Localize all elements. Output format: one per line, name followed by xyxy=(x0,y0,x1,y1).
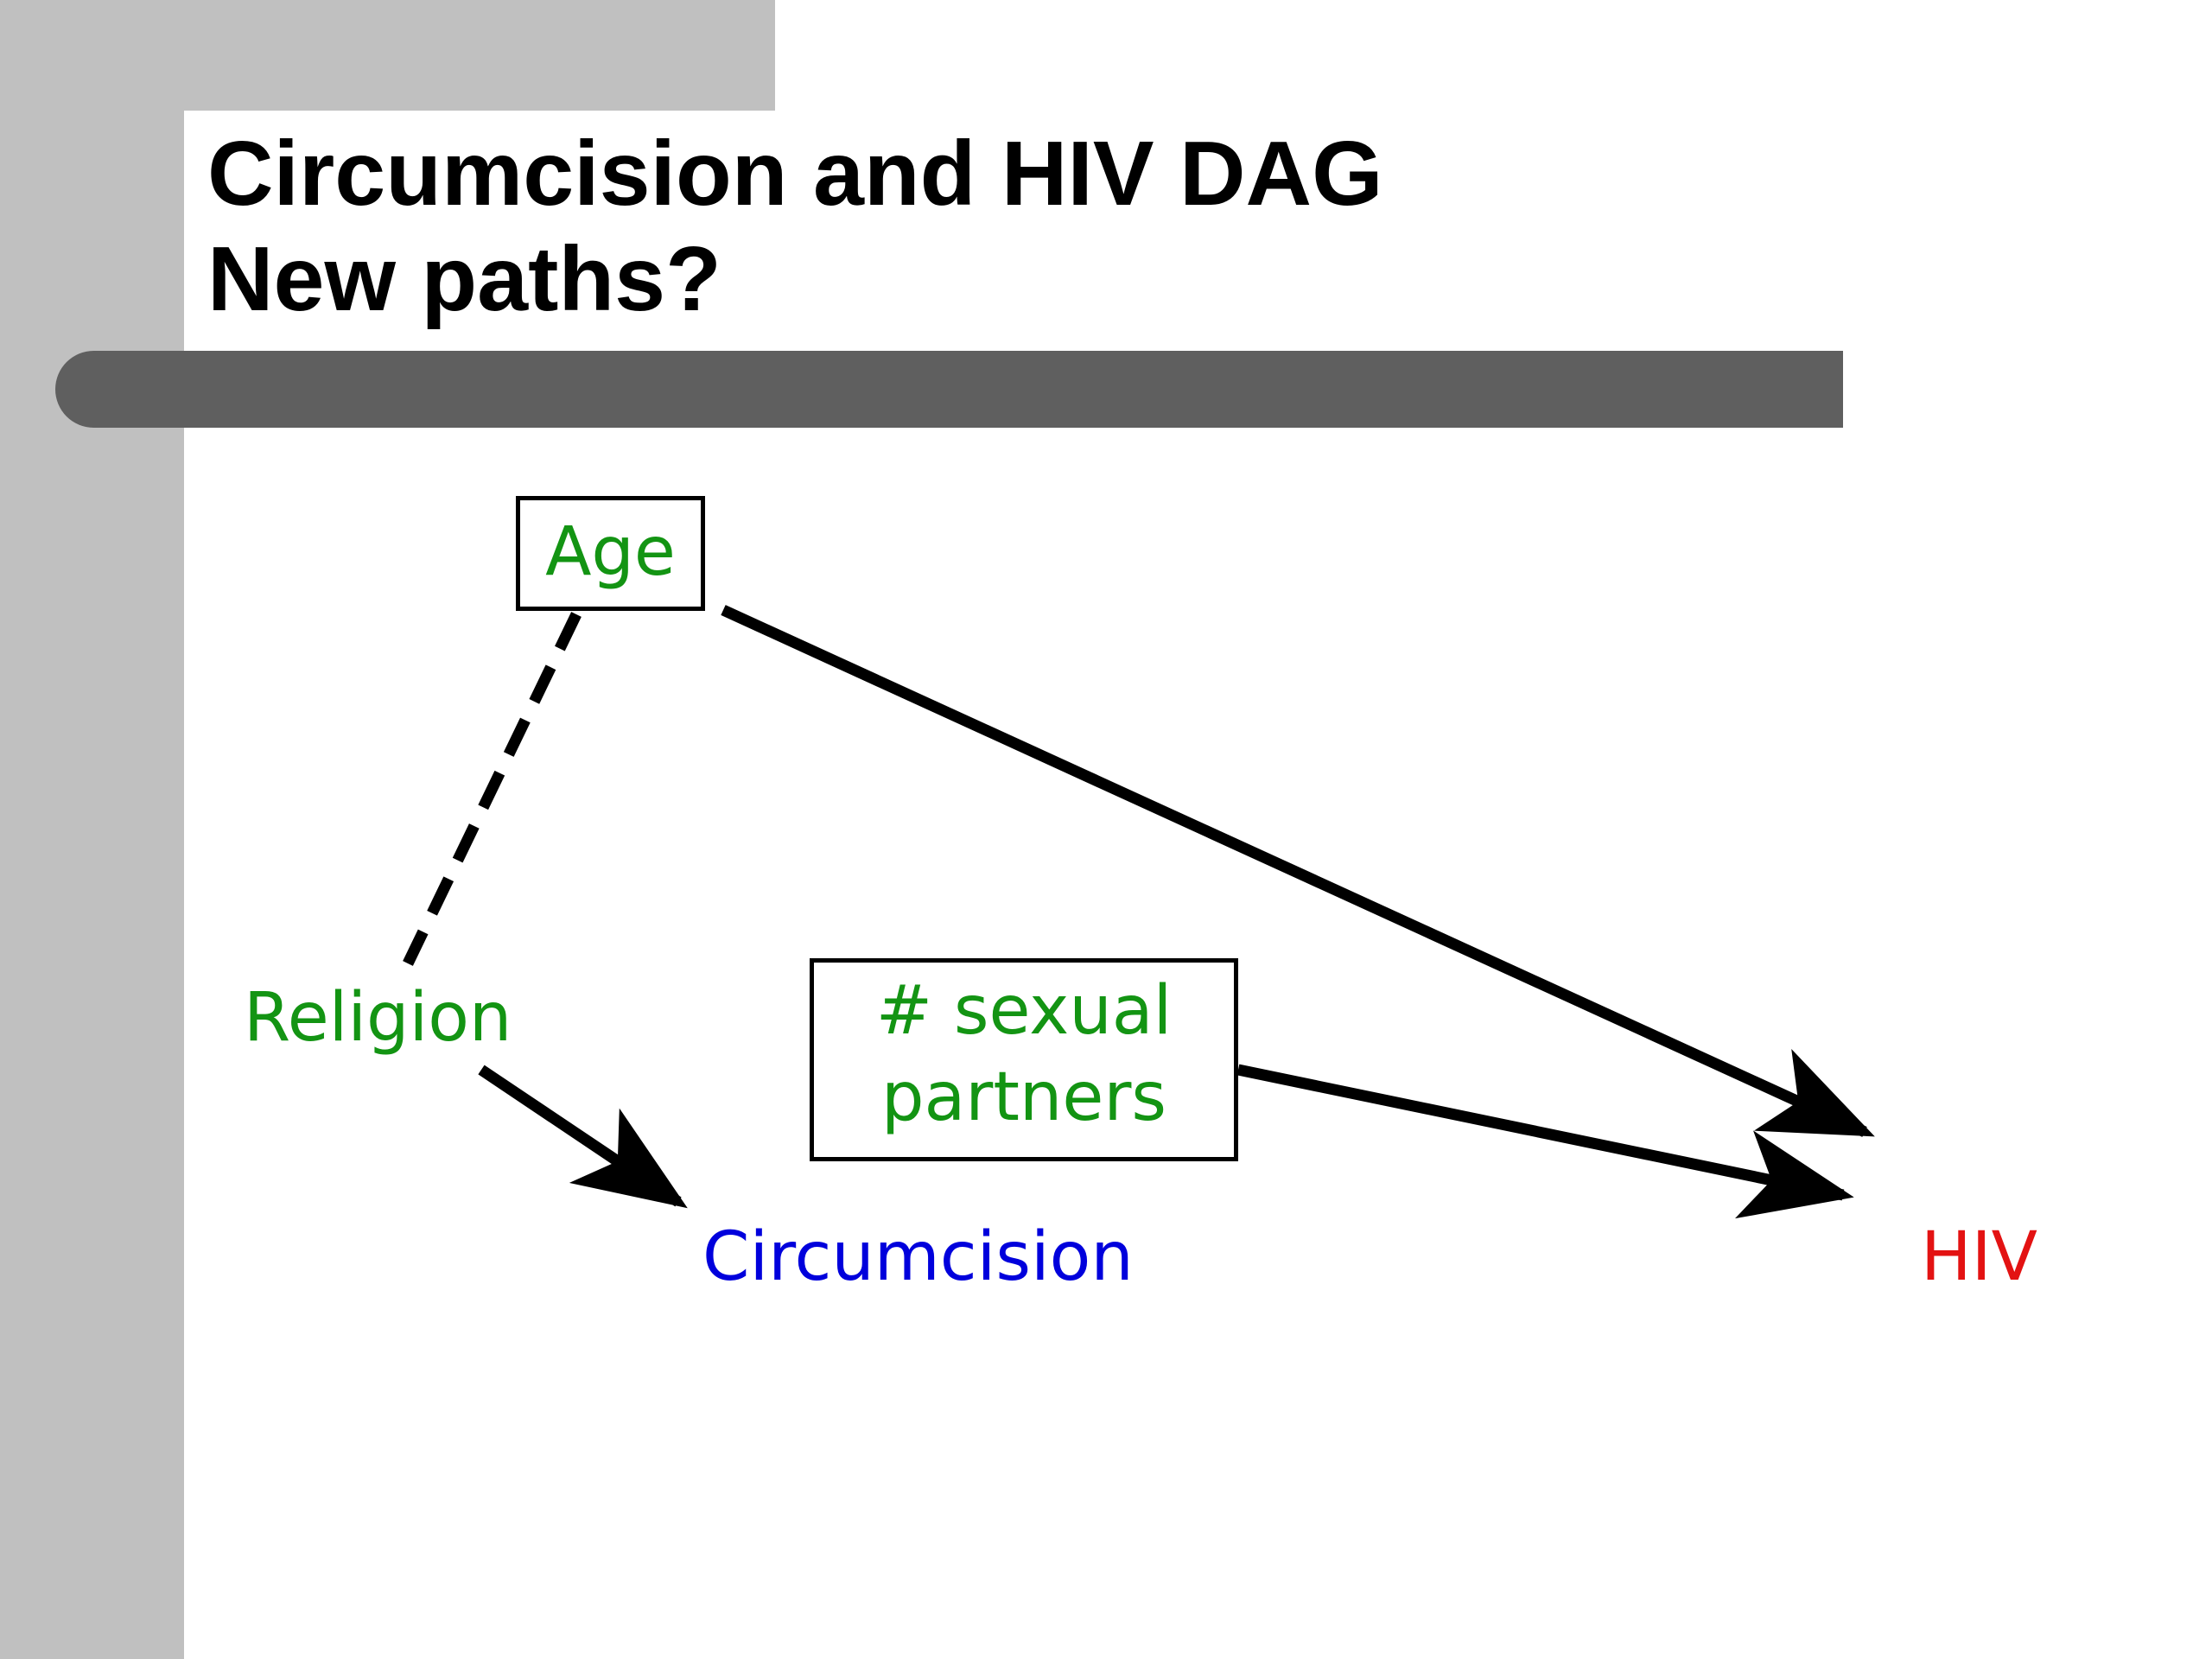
title-divider-bar xyxy=(55,351,1843,428)
node-age: Age xyxy=(516,496,705,611)
node-sexual-partners-label-line-1: # sexual xyxy=(875,972,1173,1050)
title-area xyxy=(184,111,1843,351)
slide-title-line-2: New paths? xyxy=(207,228,721,330)
top-left-block xyxy=(0,0,775,111)
edge-age-religion xyxy=(403,612,582,966)
node-circumcision-label: Circumcision xyxy=(702,1218,1134,1296)
node-circumcision: Circumcision xyxy=(702,1214,1134,1300)
edge-sexual-partners-hiv xyxy=(1236,1064,1854,1219)
node-hiv-label: HIV xyxy=(1921,1218,2038,1296)
node-age-label: Age xyxy=(545,513,676,591)
node-sexual-partners-label-line-2: partners xyxy=(880,1058,1167,1136)
node-religion: Religion xyxy=(244,975,512,1061)
node-religion-label: Religion xyxy=(244,979,512,1057)
node-hiv: HIV xyxy=(1921,1214,2037,1300)
edge-religion-circumcision xyxy=(478,1065,688,1209)
slide-title-line-1: Circumcision and HIV DAG xyxy=(207,123,1383,225)
edge-age-hiv xyxy=(721,605,1875,1137)
node-sexual-partners: # sexual partners xyxy=(810,958,1238,1161)
left-sidebar-bar xyxy=(0,0,184,1659)
slide-title: Circumcision and HIV DAG New paths? xyxy=(207,121,1383,332)
